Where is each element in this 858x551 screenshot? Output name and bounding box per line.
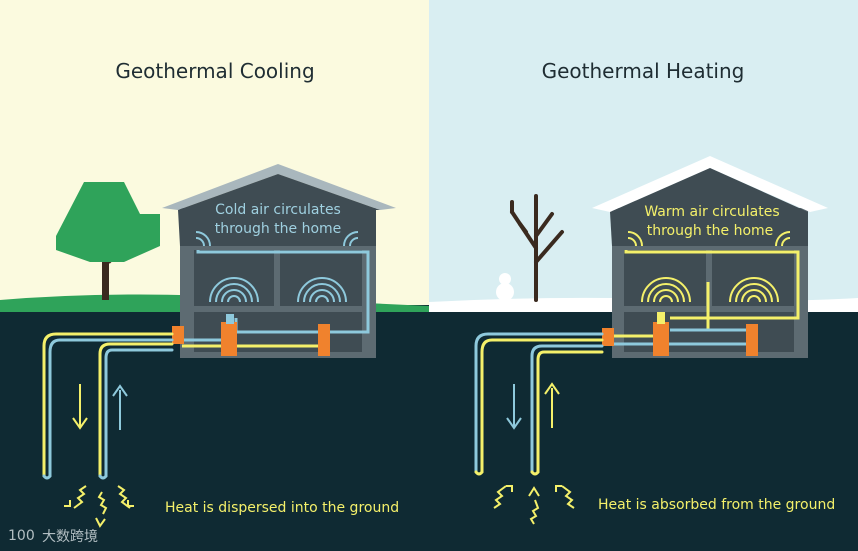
snowman-icon: [496, 273, 514, 301]
arrow-down-icon: [506, 384, 522, 430]
heating-water-heater: [746, 324, 758, 356]
heating-wall-connector: [602, 328, 614, 346]
heating-title: Geothermal Heating: [542, 59, 745, 83]
arrow-up-icon: [112, 384, 128, 430]
heating-air-handler: [653, 322, 669, 356]
tree-icon: [56, 182, 160, 300]
cooling-title: Geothermal Cooling: [115, 59, 314, 83]
heating-pump-top: [657, 312, 665, 324]
heat-squiggle-icon: [493, 485, 575, 525]
cooling-ground-loop: [42, 332, 174, 480]
watermark-text: 大数跨境: [42, 529, 98, 545]
heating-house-caption-1: Warm air circulates: [644, 204, 779, 220]
arrow-down-icon: [72, 384, 88, 430]
watermark: 100 大数跨境: [8, 528, 98, 545]
cooling-air-handler: [221, 322, 237, 356]
cooling-water-heater: [318, 324, 330, 356]
watermark-logo: 100: [8, 528, 35, 544]
cooling-house-caption-1: Cold air circulates: [215, 202, 341, 218]
bare-tree-icon: [510, 194, 564, 302]
air-wave-icon: [627, 231, 791, 303]
arrow-up-icon: [544, 382, 560, 428]
cooling-ground-caption: Heat is dispersed into the ground: [165, 500, 399, 516]
heating-house-caption-2: through the home: [647, 223, 774, 239]
heating-ground-loop: [474, 332, 604, 476]
heating-ground-caption: Heat is absorbed from the ground: [598, 497, 835, 513]
cooling-house-caption-2: through the home: [215, 221, 342, 237]
cooling-wall-connector: [172, 326, 184, 344]
cooling-pump-top: [226, 314, 234, 324]
heat-squiggle-icon: [64, 485, 134, 528]
air-wave-icon: [195, 231, 359, 303]
